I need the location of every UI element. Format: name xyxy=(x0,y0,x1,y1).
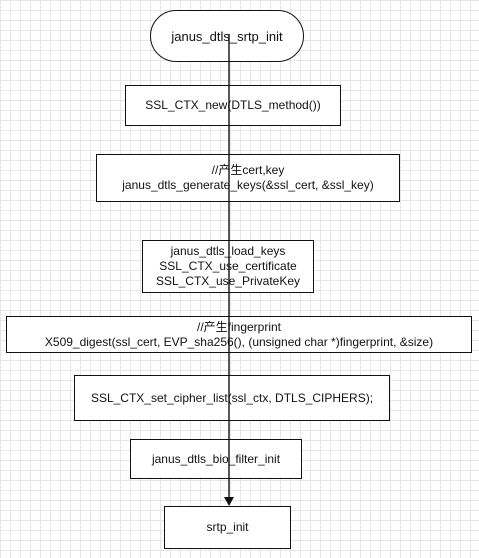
step-comment: //产生fingerprint xyxy=(196,319,282,334)
step-bio-filter-init[interactable]: janus_dtls_bio_filter_init xyxy=(130,439,302,479)
end-node[interactable]: srtp_init xyxy=(164,506,291,549)
step-load-keys[interactable]: janus_dtls_load_keys SSL_CTX_use_certifi… xyxy=(142,240,314,293)
start-node[interactable]: janus_dtls_srtp_init xyxy=(150,10,304,62)
step-label: SSL_CTX_set_cipher_list(ssl_ctx, DTLS_CI… xyxy=(90,390,374,405)
step-label: janus_dtls_generate_keys(&ssl_cert, &ssl… xyxy=(122,178,374,192)
start-node-label: janus_dtls_srtp_init xyxy=(171,28,283,44)
step-label: SSL_CTX_new(DTLS_method()) xyxy=(145,98,321,112)
step-x509-digest[interactable]: //产生fingerprint X509_digest(ssl_cert, EV… xyxy=(6,316,472,353)
step-set-cipher-list[interactable]: SSL_CTX_set_cipher_list(ssl_ctx, DTLS_CI… xyxy=(74,375,390,421)
end-node-label: srtp_init xyxy=(206,520,249,534)
step-ssl-ctx-new[interactable]: SSL_CTX_new(DTLS_method()) xyxy=(125,85,341,126)
step-label: janus_dtls_load_keys xyxy=(170,244,286,258)
step-generate-keys[interactable]: //产生cert,key janus_dtls_generate_keys(&s… xyxy=(96,154,400,202)
flow-arrowhead-icon xyxy=(224,497,234,506)
step-label: SSL_CTX_use_PrivateKey xyxy=(155,274,301,288)
step-comment: //产生cert,key xyxy=(211,163,285,177)
step-label: X509_digest(ssl_cert, EVP_sha256(), (uns… xyxy=(44,334,434,349)
step-label: janus_dtls_bio_filter_init xyxy=(151,451,281,466)
step-label: SSL_CTX_use_certificate xyxy=(159,259,297,273)
